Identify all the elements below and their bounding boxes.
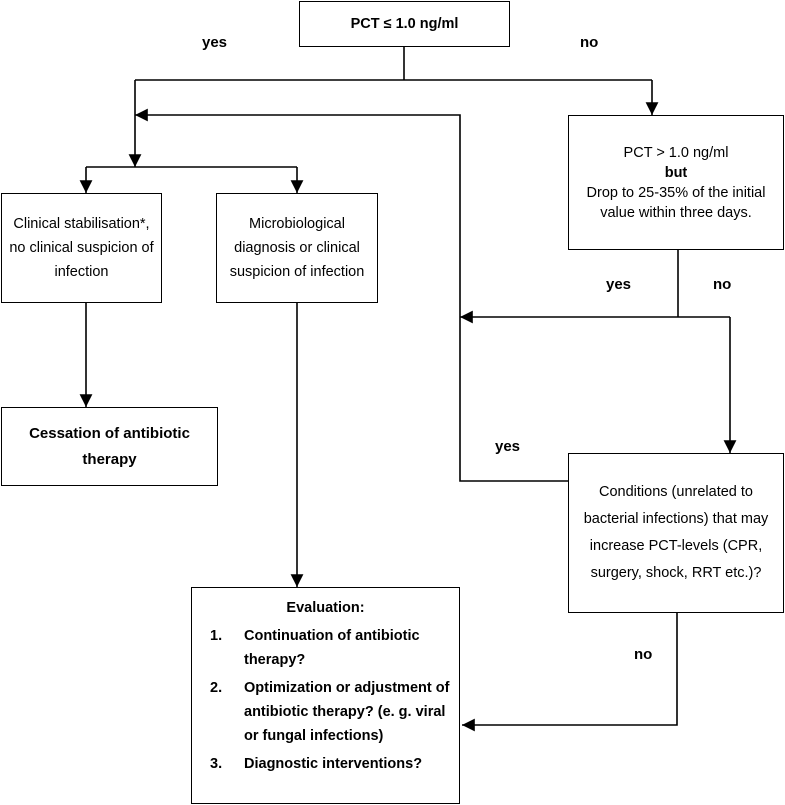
edge-label-root-no: no bbox=[580, 34, 599, 51]
node-conditions-text: Conditions (unrelated to bacterial infec… bbox=[583, 484, 769, 581]
node-pct-threshold: PCT ≤ 1.0 ng/ml bbox=[299, 1, 510, 47]
node-pct-drop-line1: PCT > 1.0 ng/ml bbox=[623, 144, 729, 161]
node-evaluation-list: 1. Continuation of antibiotic therapy? 2… bbox=[200, 624, 451, 780]
evaluation-item-number: 3. bbox=[210, 756, 223, 772]
node-evaluation: Evaluation: 1. Continuation of antibioti… bbox=[191, 587, 460, 804]
node-pct-drop: PCT > 1.0 ng/ml but Drop to 25-35% of th… bbox=[568, 115, 784, 250]
node-cessation: Cessation of antibiotic therapy bbox=[1, 407, 218, 486]
evaluation-item: 1. Continuation of antibiotic therapy? bbox=[200, 624, 451, 672]
edge-label-cond-yes: yes bbox=[495, 438, 521, 455]
evaluation-item-text: Optimization or adjustment of antibiotic… bbox=[244, 680, 450, 744]
edge-label-drop-no: no bbox=[713, 276, 732, 293]
evaluation-item: 2. Optimization or adjustment of antibio… bbox=[200, 676, 451, 748]
evaluation-item-number: 1. bbox=[210, 628, 223, 644]
evaluation-item: 3. Diagnostic interventions? bbox=[200, 752, 451, 776]
node-clinical-stabilisation: Clinical stabilisation*, no clinical sus… bbox=[1, 193, 162, 303]
node-pct-drop-line3: Drop to 25-35% of the initial value with… bbox=[586, 184, 766, 221]
node-evaluation-title: Evaluation: bbox=[286, 600, 365, 616]
edge-label-drop-yes: yes bbox=[606, 276, 632, 293]
node-microbiological-diagnosis: Microbiological diagnosis or clinical su… bbox=[216, 193, 378, 303]
node-microbiological-diagnosis-text: Microbiological diagnosis or clinical su… bbox=[229, 216, 365, 280]
node-pct-drop-line2: but bbox=[664, 164, 688, 181]
node-conditions: Conditions (unrelated to bacterial infec… bbox=[568, 453, 784, 613]
evaluation-item-text: Diagnostic interventions? bbox=[244, 756, 423, 772]
edge-loop-back bbox=[135, 108, 570, 482]
node-cessation-text: Cessation of antibiotic therapy bbox=[29, 424, 190, 468]
edge-cond-no bbox=[462, 613, 678, 732]
edge-label-root-yes: yes bbox=[202, 34, 228, 51]
evaluation-item-number: 2. bbox=[210, 680, 223, 696]
node-pct-threshold-text: PCT ≤ 1.0 ng/ml bbox=[350, 16, 459, 32]
evaluation-item-text: Continuation of antibiotic therapy? bbox=[244, 628, 420, 668]
node-clinical-stabilisation-text: Clinical stabilisation*, no clinical sus… bbox=[9, 216, 154, 280]
edge-label-cond-no: no bbox=[634, 646, 653, 663]
